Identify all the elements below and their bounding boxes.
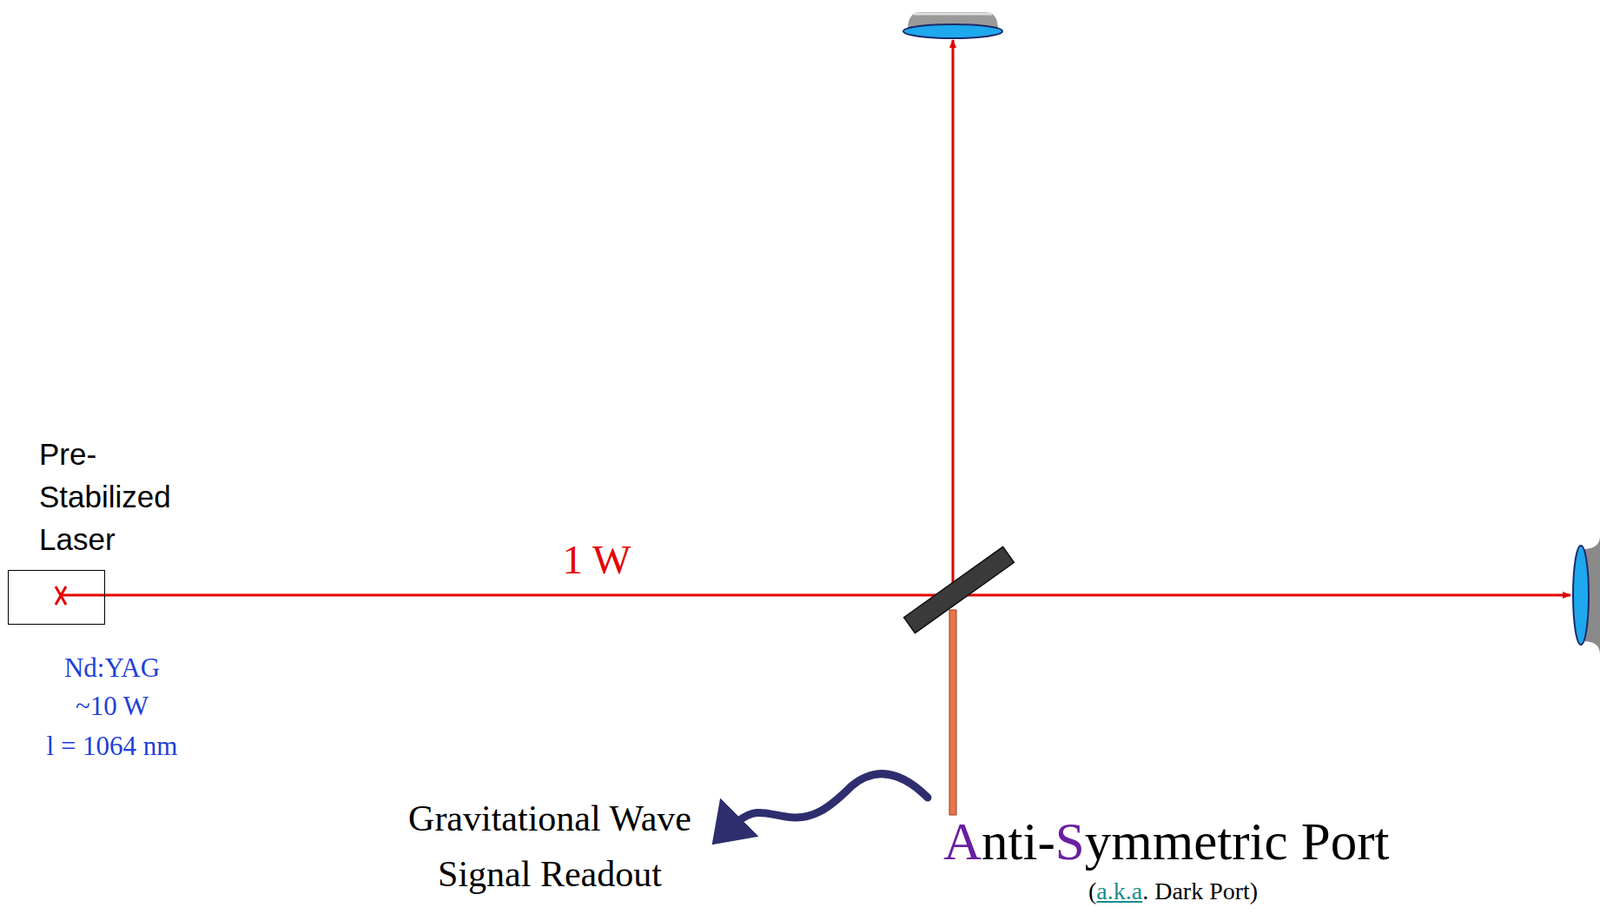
laser-spec: Nd:YAG — [64, 652, 160, 684]
laser-source-mark — [55, 586, 67, 605]
port-alias: (a.k.a. Dark Port) — [1088, 877, 1258, 906]
laser-beam — [952, 39, 955, 596]
laser-beam — [62, 594, 1571, 597]
output-beam — [949, 609, 957, 815]
signal-arrow — [717, 773, 928, 840]
laser-spec: ~10 W — [75, 690, 149, 722]
beam-splitter — [904, 546, 1015, 633]
laser-heading: Pre- Stabilized Laser — [39, 432, 172, 561]
power-label: 1 W — [562, 535, 632, 583]
laser-box: Pre- Stabilized Laser — [7, 569, 106, 625]
port-label: Anti-Symmetric Port — [943, 811, 1390, 873]
laser-spec: l = 1064 nm — [46, 730, 179, 762]
end-mirror — [1573, 535, 1600, 655]
readout-label: Gravitational Wave Signal Readout — [389, 790, 711, 902]
end-mirror — [903, 12, 1003, 39]
